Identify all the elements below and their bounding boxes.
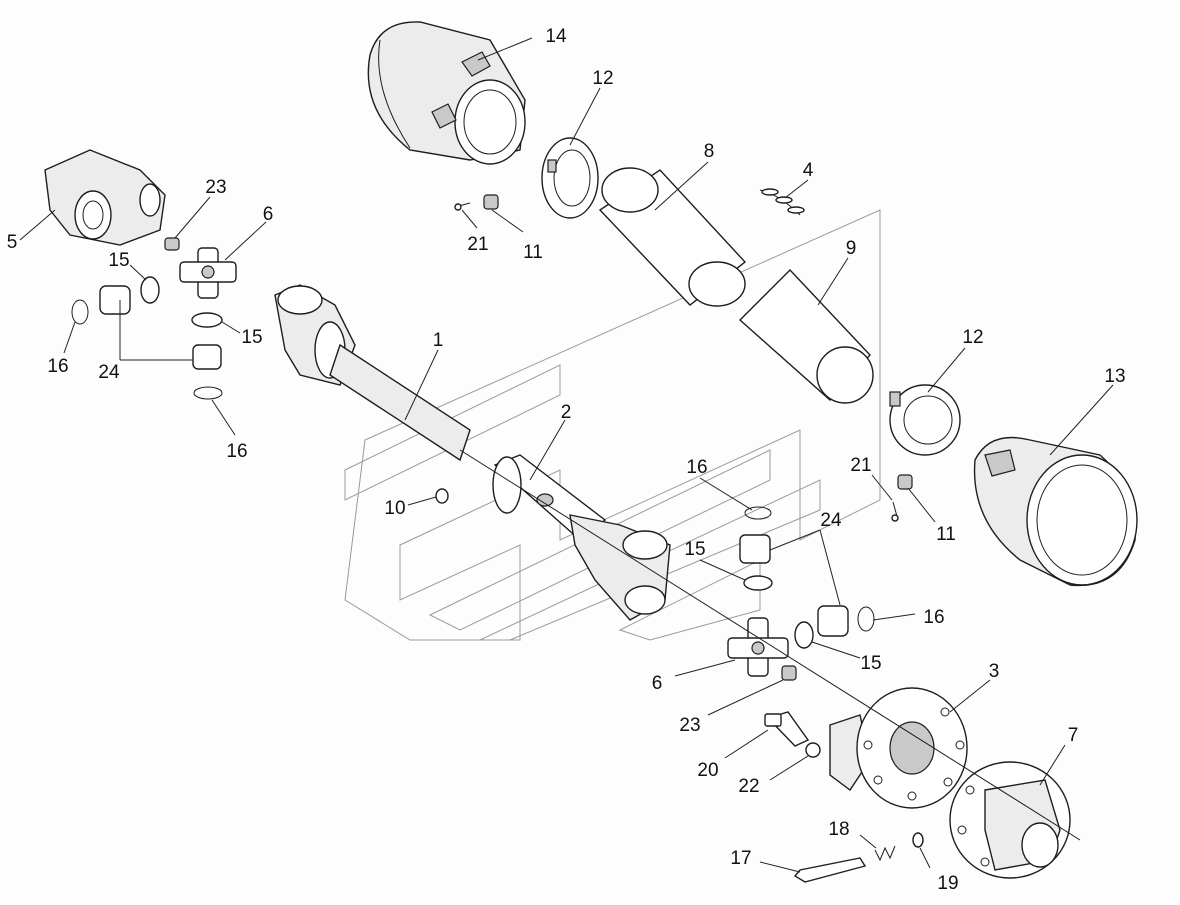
flange-3 (829, 687, 968, 809)
callout-24-left: 24 (98, 362, 120, 383)
yoke-5 (44, 149, 166, 246)
callout-15-c: 15 (684, 539, 705, 560)
fasteners-top (454, 194, 499, 211)
callout-10: 10 (384, 498, 405, 519)
bearing-parts-left (71, 276, 223, 400)
chain-4 (759, 188, 805, 216)
callout-16-b: 16 (226, 441, 247, 462)
callout-8: 8 (704, 141, 715, 162)
shaft-1 (274, 284, 471, 462)
callout-labels: 14 12 8 4 9 12 13 21 11 5 23 6 15 15 16 … (7, 26, 1126, 894)
callout-6-left: 6 (263, 204, 274, 225)
cross-joint-right (727, 617, 789, 677)
callout-11-right: 11 (936, 524, 956, 545)
callout-11-top: 11 (523, 242, 543, 263)
pin-spring-washer (793, 832, 924, 883)
callout-4: 4 (803, 160, 814, 181)
guard-cone-top (367, 21, 526, 165)
fasteners-right (891, 474, 913, 522)
callout-16-a: 16 (47, 356, 68, 377)
guard-tube-9 (738, 268, 874, 404)
callout-2: 2 (561, 402, 572, 423)
callout-1: 1 (433, 330, 444, 351)
bearing-ring-right (889, 384, 961, 456)
callout-15-b: 15 (241, 327, 262, 348)
callout-9: 9 (846, 238, 857, 259)
guard-tube-8 (598, 167, 747, 307)
callout-23-right: 23 (679, 715, 700, 736)
callout-12-right: 12 (962, 327, 983, 348)
leader-lines (19, 37, 1114, 873)
callout-13: 13 (1104, 366, 1125, 387)
bearing-parts-right (739, 506, 875, 649)
callout-23-left: 23 (205, 177, 226, 198)
bolt-20-washer-22 (764, 711, 821, 758)
callout-3: 3 (989, 661, 1000, 682)
callout-17: 17 (730, 848, 751, 869)
callout-16-c: 16 (686, 457, 707, 478)
callout-20: 20 (697, 760, 718, 781)
callout-21-top: 21 (467, 234, 488, 255)
grease-fitting-left (164, 237, 180, 251)
callout-24-right: 24 (820, 510, 842, 531)
bearing-ring-top (541, 137, 599, 219)
grease-fitting-right (781, 665, 797, 681)
callout-21-right: 21 (850, 455, 871, 476)
callout-5: 5 (7, 232, 18, 253)
callout-22: 22 (738, 776, 759, 797)
callout-15-d: 15 (860, 653, 881, 674)
callout-7: 7 (1068, 725, 1079, 746)
plug-10 (435, 488, 449, 504)
callout-14: 14 (545, 26, 567, 47)
background-watermark (344, 209, 881, 641)
callout-6-right: 6 (652, 673, 663, 694)
flange-yoke-7 (949, 761, 1071, 879)
callout-15-a: 15 (108, 250, 129, 271)
callout-16-d: 16 (923, 607, 944, 628)
shaft-2 (492, 454, 671, 621)
guard-cone-right (973, 436, 1138, 587)
callout-12-top: 12 (592, 68, 613, 89)
callout-19: 19 (937, 873, 958, 894)
cross-joint-left (179, 247, 237, 299)
callout-18: 18 (828, 819, 849, 840)
